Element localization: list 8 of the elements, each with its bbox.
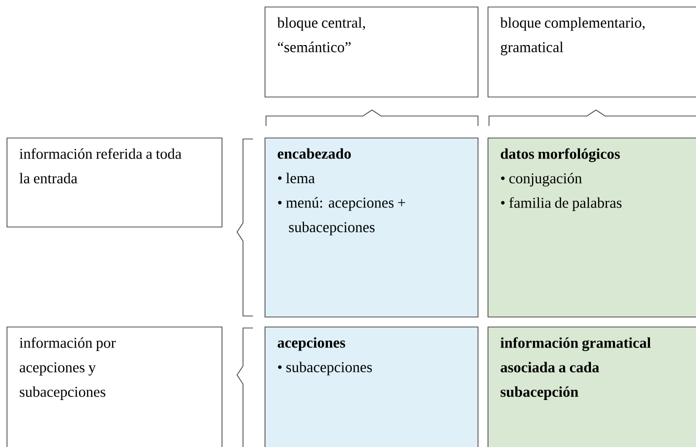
content-cell: encabezado • lema • menú: acepciones + subacepciones xyxy=(264,138,478,318)
row-label-box: información por acepciones y subacepciones xyxy=(6,326,222,447)
column-header-box: bloque complementario, gramatical xyxy=(488,6,696,98)
column-header-box: bloque central, “semántico” xyxy=(264,6,478,98)
content-cell: acepciones • subacepciones xyxy=(264,326,478,447)
content-cell: información gramatical asociada a cada subacepción xyxy=(488,326,696,447)
content-cell: datos morfológicos • conjugación • familia de palabras xyxy=(488,138,696,318)
row-label-box: información referida a toda la entrada xyxy=(6,138,222,228)
